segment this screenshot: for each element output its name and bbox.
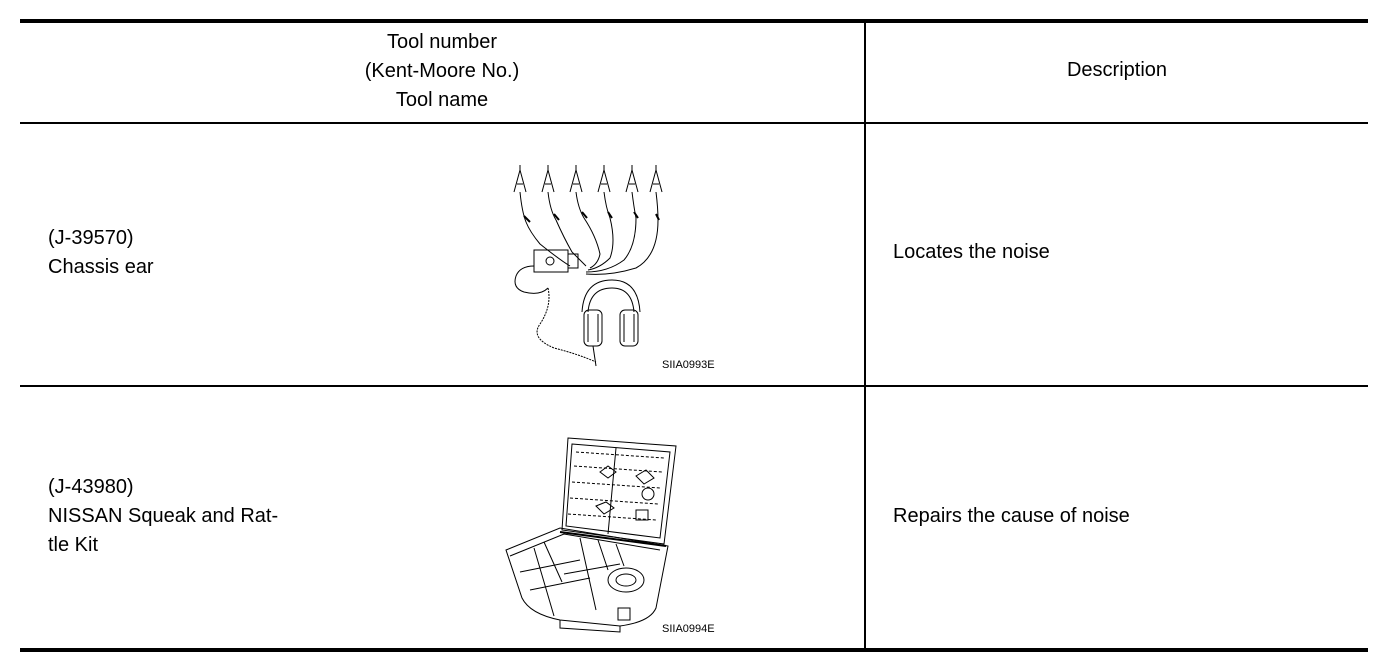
row2-tool-cell: (J-43980) NISSAN Squeak and Rat- tle Kit xyxy=(48,473,278,560)
row1-illustration-code: SIIA0993E xyxy=(662,359,715,371)
header-kent-moore-no: (Kent-Moore No.) xyxy=(364,60,520,82)
clip-2 xyxy=(542,165,556,220)
right-earcup xyxy=(620,310,638,346)
row2-illustration-code: SIIA0994E xyxy=(662,623,715,635)
row2-tool-name-line2: tle Kit xyxy=(48,534,99,556)
clip-5 xyxy=(626,165,638,218)
headphones-headband xyxy=(582,280,640,312)
row2-description: Repairs the cause of noise xyxy=(893,505,1130,527)
header-tool-number: Tool number xyxy=(386,31,498,53)
header-description: Description xyxy=(1066,59,1168,81)
table-top-rule xyxy=(20,19,1368,23)
row1-tool-number: (J-39570) xyxy=(48,227,134,249)
header-tool-column: Tool number (Kent-Moore No.) Tool name xyxy=(20,28,864,115)
row1-description: Locates the noise xyxy=(893,241,1050,263)
clip-3 xyxy=(570,165,584,218)
left-earcup xyxy=(584,310,602,346)
header-tool-name: Tool name xyxy=(395,89,489,111)
clip-4 xyxy=(598,165,610,218)
table-bottom-rule xyxy=(20,648,1368,652)
case-body xyxy=(506,528,668,626)
clip-1 xyxy=(514,165,526,222)
chassis-ear-illustration xyxy=(500,162,700,370)
squeak-rattle-kit-illustration xyxy=(500,432,690,632)
column-divider xyxy=(864,21,866,650)
row-divider-rule xyxy=(20,385,1368,387)
header-bottom-rule xyxy=(20,122,1368,124)
row2-tool-number: (J-43980) xyxy=(48,476,134,498)
row1-tool-name: Chassis ear xyxy=(48,256,154,278)
row1-tool-cell: (J-39570) Chassis ear xyxy=(48,224,154,282)
clip-6 xyxy=(650,165,662,220)
row2-tool-name-line1: NISSAN Squeak and Rat- xyxy=(48,505,279,527)
case-lid xyxy=(562,438,676,544)
